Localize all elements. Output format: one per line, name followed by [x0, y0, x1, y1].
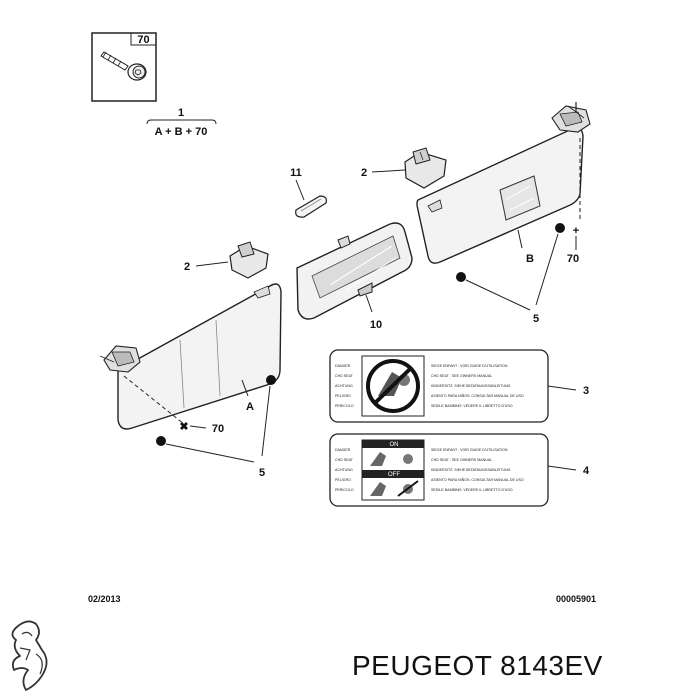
label3-right-1: CHD SEAT : SEE OWNERS MANUAL — [431, 374, 492, 378]
part-5-caps-right: 5 — [456, 223, 565, 325]
footer-date: 02/2013 — [88, 594, 121, 604]
callout-1: 1 — [178, 107, 184, 119]
label4-right-4: SEDILE BAMBINO: VEDERE IL LIBRETTO D'USO — [431, 488, 513, 492]
part-a-visor-left: ✖ 70 A — [99, 283, 282, 435]
callout-5-left: 5 — [259, 467, 265, 479]
label4-right-2: KINDERSITZ: SIEHE BEDIENUNGSANLEITUNG — [431, 468, 511, 472]
label4-right-3: ASIENTO PARA NIÑOS: CONSULTAR MANUAL DE … — [431, 477, 524, 482]
part-2-clip-left: 2 — [184, 241, 269, 279]
label3-left-1: CHD SEAT — [335, 374, 354, 378]
callout-3: 3 — [583, 385, 589, 397]
part-5-caps-left: 5 — [156, 375, 276, 479]
callout-b: B — [526, 253, 534, 265]
label4-left-3: PELIGRO — [335, 478, 351, 482]
label4-left-2: ACHTUNG — [335, 468, 353, 472]
callout-10: 10 — [370, 319, 382, 331]
cross-marker-left: ✖ — [179, 421, 188, 433]
label3-left-0: DANGER — [335, 364, 351, 368]
label4-right-0: SIEGE ENFANT : VOIR GUIDE D'UTILISATION — [431, 448, 508, 452]
part-4-label: DANGER CHD SEAT ACHTUNG PELIGRO PERICOLO… — [329, 433, 590, 507]
kit-formula: 1 A + B + 70 — [146, 107, 217, 138]
callout-70-left: 70 — [212, 423, 224, 435]
footer-ref: 00005901 — [556, 594, 597, 604]
label3-right-0: SIEGE ENFANT : VOIR GUIDE D'UTILISATION — [431, 364, 508, 368]
callout-2-left: 2 — [184, 261, 190, 273]
part-10-mirror: 10 — [296, 222, 413, 331]
part-3-label: DANGER CHD SEAT ACHTUNG PELIGRO PERICOLO… — [329, 349, 589, 423]
label4-right-1: CHD SEAT : SEE OWNERS MANUAL — [431, 458, 492, 462]
label4-on: ON — [390, 442, 399, 448]
airbag-on-off-icon — [361, 439, 425, 501]
peugeot-lion-logo — [11, 620, 48, 691]
label4-left-0: DANGER — [335, 448, 351, 452]
no-child-seat-icon — [361, 355, 425, 417]
label3-right-4: SEDILE BAMBINO: VEDERE IL LIBRETTO D'USO — [431, 404, 513, 408]
formula-text: A + B + 70 — [155, 126, 208, 138]
label4-off: OFF — [388, 472, 400, 478]
label3-left-4: PERICOLO — [335, 404, 354, 408]
label4-left-4: PERICOLO — [335, 488, 354, 492]
callout-11: 11 — [290, 167, 302, 179]
part-b-visor-right: + 70 B — [416, 102, 591, 265]
label3-left-3: PELIGRO — [335, 394, 351, 398]
callout-5-right: 5 — [533, 313, 539, 325]
brand-part-number: PEUGEOT 8143EV — [352, 650, 603, 681]
part-2-clip-right: 2 — [361, 147, 447, 189]
label4-left-1: CHD SEAT — [335, 458, 354, 462]
callout-70-right: 70 — [567, 253, 579, 265]
screw-detail-box: 70 — [91, 32, 157, 102]
screw-icon — [100, 51, 147, 81]
label3-right-2: KINDERSITZ: SIEHE BEDIENUNGSANLEITUNG — [431, 384, 511, 388]
callout-a: A — [246, 401, 254, 413]
callout-4: 4 — [583, 465, 590, 477]
label3-left-2: ACHTUNG — [335, 384, 353, 388]
label3-right-3: ASIENTO PARA NIÑOS: CONSULTAR MANUAL DE … — [431, 393, 524, 398]
callout-2-right: 2 — [361, 167, 367, 179]
cross-marker-right: + — [573, 225, 579, 237]
callout-70-box: 70 — [137, 34, 149, 46]
part-11-lens: 11 — [290, 167, 327, 218]
